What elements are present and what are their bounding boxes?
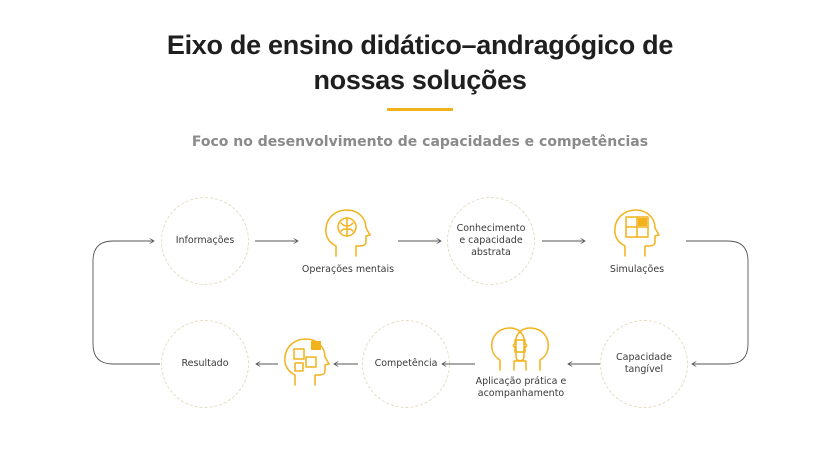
step-aplicacao-line-1: Aplicação prática e: [475, 376, 567, 387]
head-puzzle-pieces-icon: [284, 338, 330, 386]
step-capacidade-line-1: Capacidade: [616, 352, 672, 363]
step-conhecimento-line-1: Conhecimento: [456, 223, 526, 234]
step-capacidade-line-2: tangível: [624, 364, 664, 375]
step-simulacoes-label: Simulações: [609, 264, 665, 275]
step-capacidade: Capacidade tangível: [600, 320, 688, 408]
step-informacoes-label: Informações: [175, 235, 235, 246]
title-underline: [387, 108, 453, 111]
page-title-line-1: Eixo de ensino didático–andragógico de: [166, 30, 674, 60]
page-title: Eixo de ensino didático–andragógico de n…: [0, 28, 840, 98]
step-conhecimento-line-2: e capacidade: [459, 235, 523, 246]
step-competencia-label: Competência: [374, 358, 438, 369]
step-aplicacao-line-2: acompanhamento: [477, 388, 565, 399]
step-operacoes-label: Operações mentais: [301, 264, 395, 275]
step-conhecimento-line-3: abstrata: [471, 247, 511, 258]
step-resultado: Resultado: [161, 320, 249, 408]
page-subtitle: Foco no desenvolvimento de capacidades e…: [191, 134, 649, 150]
step-informacoes: Informações: [161, 197, 249, 285]
puzzle-head-icon: [614, 209, 660, 257]
step-competencia: Competência: [362, 320, 450, 408]
two-heads-puzzle-icon: [491, 327, 549, 371]
arrow-simulacoes-capacidade: [686, 240, 749, 364]
step-conhecimento: Conhecimento e capacidade abstrata: [447, 197, 535, 285]
arrow-resultado-informacoes: [92, 241, 160, 365]
brain-head-icon: [325, 209, 371, 257]
step-resultado-label: Resultado: [181, 358, 229, 369]
page-title-line-2: nossas soluções: [313, 65, 527, 95]
